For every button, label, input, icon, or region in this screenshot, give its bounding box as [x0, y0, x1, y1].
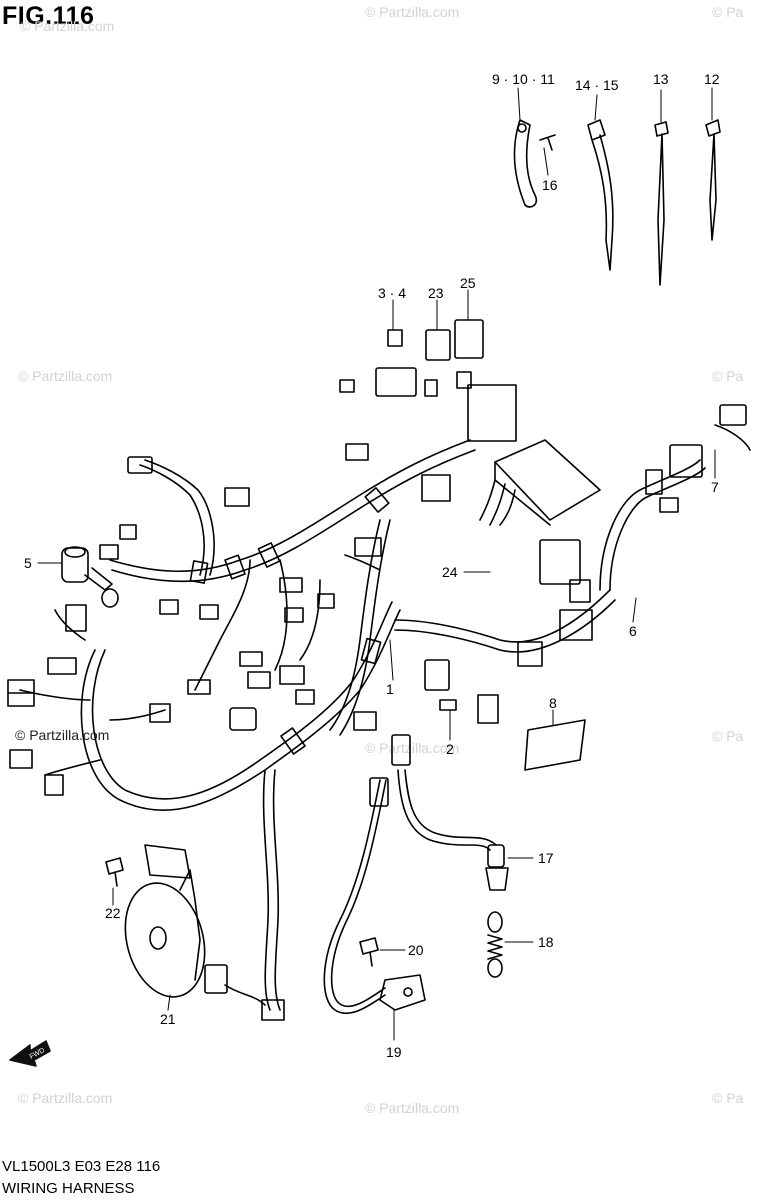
switch-19 [379, 974, 426, 1011]
callout-6: 6 [629, 623, 637, 639]
callout-12: 12 [704, 71, 720, 87]
watermark: © Pa [712, 368, 744, 384]
callout-17: 17 [538, 850, 554, 866]
watermark: © Partzilla.com [18, 368, 113, 384]
callout-22: 22 [105, 905, 121, 921]
main-harness [19, 439, 706, 1011]
callout-23: 23 [428, 285, 444, 301]
part-2 [439, 699, 457, 711]
watermark: © Pa [712, 728, 744, 744]
spring-cap [487, 911, 503, 933]
callout-19: 19 [386, 1044, 402, 1060]
relay-25 [454, 319, 484, 359]
callout-21: 21 [160, 1011, 176, 1027]
leader-lines [37, 87, 716, 1041]
connectors [7, 367, 751, 796]
callout-25: 25 [460, 275, 476, 291]
callout-14-15: 14 · 15 [575, 77, 619, 93]
screw-16 [539, 134, 556, 151]
callout-20: 20 [408, 942, 424, 958]
clamp-9-11 [513, 119, 538, 208]
watermark: © Partzilla.com [15, 727, 110, 743]
horn [124, 882, 206, 998]
figure-title: FIG.116 [2, 2, 95, 30]
relay-23 [425, 329, 451, 361]
watermark: © Partzilla.com [20, 18, 115, 34]
bolt-22 [105, 857, 124, 887]
callout-2: 2 [446, 741, 454, 757]
watermark: © Pa [712, 4, 744, 20]
callout-7: 7 [711, 479, 719, 495]
sensor-lead [397, 769, 491, 851]
fuse [387, 329, 403, 347]
fwd-arrow-icon [9, 1040, 51, 1067]
tie-13 [657, 133, 665, 286]
watermark: © Partzilla.com [365, 1100, 460, 1116]
callout-3-4: 3 · 4 [378, 285, 406, 301]
horn-bracket [179, 869, 201, 981]
watermark: © Partzilla.com [18, 1090, 113, 1106]
watermark: © Partzilla.com [365, 4, 460, 20]
label-card [524, 719, 586, 771]
watermark: © Partzilla.com [365, 740, 460, 756]
callout-16: 16 [542, 177, 558, 193]
callout-9-11: 9 · 10 · 11 [492, 71, 555, 87]
callout-24: 24 [442, 564, 458, 580]
callout-1: 1 [386, 681, 394, 697]
callout-8: 8 [549, 695, 557, 711]
footer-figure-name: WIRING HARNESS [2, 1180, 135, 1197]
callout-5: 5 [24, 555, 32, 571]
footer-model-code: VL1500L3 E03 E28 116 [2, 1158, 161, 1175]
callout-18: 18 [538, 934, 554, 950]
callout-13: 13 [653, 71, 669, 87]
spring [487, 934, 503, 960]
tie-12 [709, 133, 717, 241]
watermark: © Pa [712, 1090, 744, 1106]
bolt-20 [359, 937, 379, 967]
tie-14-15 [591, 134, 614, 271]
